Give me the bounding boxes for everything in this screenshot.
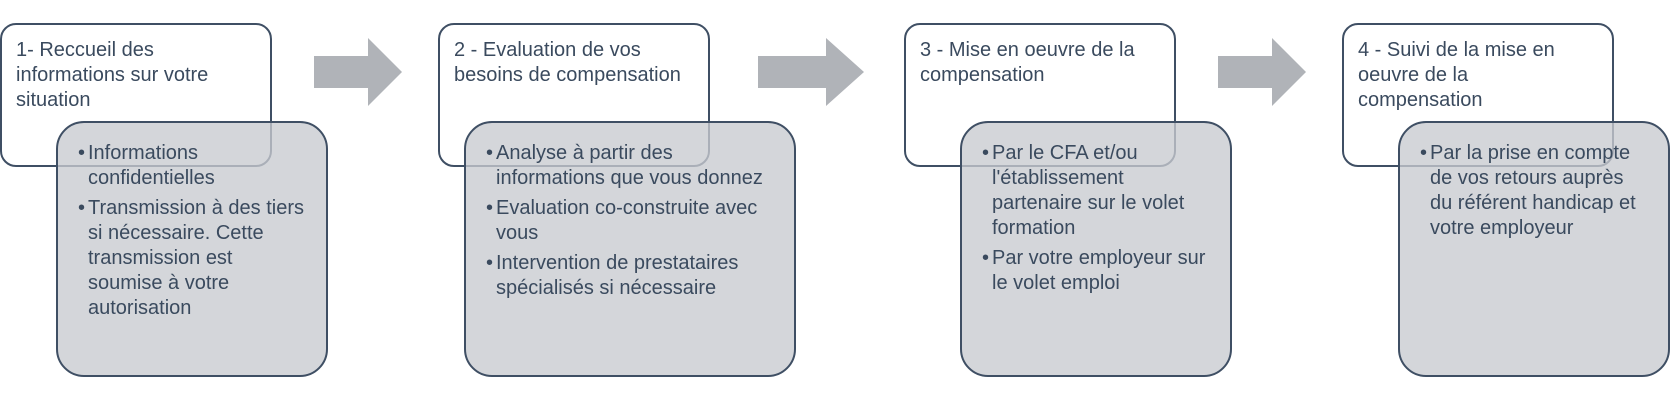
step-2-item-3: Intervention de prestataires spécialisés…	[484, 251, 776, 301]
step-3-item-1: Par le CFA et/ou l'établissement partena…	[980, 141, 1212, 241]
step-3-item-2: Par votre employeur sur le volet emploi	[980, 246, 1212, 296]
arrow-right-icon	[314, 38, 402, 106]
step-3-details: Par le CFA et/ou l'établissement partena…	[960, 121, 1232, 377]
step-1-details: Informations confidentielles Transmissio…	[56, 121, 328, 377]
step-3-list: Par le CFA et/ou l'établissement partena…	[980, 141, 1212, 296]
step-1-item-1: Informations confidentielles	[76, 141, 308, 191]
step-2-details: Analyse à partir des informations que vo…	[464, 121, 796, 377]
step-1-item-2: Transmission à des tiers si nécessaire. …	[76, 196, 308, 321]
step-2-list: Analyse à partir des informations que vo…	[484, 141, 776, 301]
step-1-list: Informations confidentielles Transmissio…	[76, 141, 308, 321]
arrow-right-icon	[1218, 38, 1306, 106]
step-4-item-1: Par la prise en compte de vos retours au…	[1418, 141, 1650, 241]
step-4-details: Par la prise en compte de vos retours au…	[1398, 121, 1670, 377]
arrow-right-icon	[758, 38, 864, 106]
step-4-list: Par la prise en compte de vos retours au…	[1418, 141, 1650, 241]
step-2-item-1: Analyse à partir des informations que vo…	[484, 141, 776, 191]
step-2-item-2: Evaluation co-construite avec vous	[484, 196, 776, 246]
